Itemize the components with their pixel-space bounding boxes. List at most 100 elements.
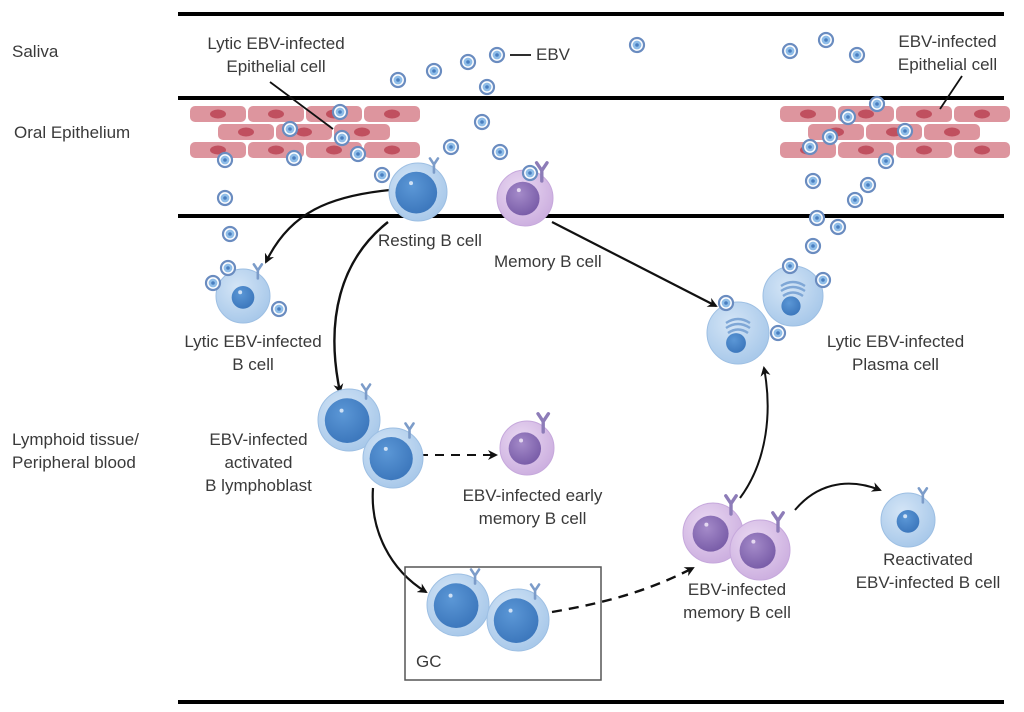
gc-b-cell [486,583,550,652]
cell-nucleus [433,583,479,628]
nucleus-highlight [516,188,521,193]
epithelial-nucleus [916,109,932,119]
label-line: EBV-infected [687,580,787,599]
reactivated-b-cell [880,487,936,548]
label-line: B cell [232,355,274,374]
bcr-receptor-icon [917,487,929,504]
bcr-receptor-icon [536,412,551,434]
ebv-virion-icon [459,53,477,71]
nucleus-highlight [238,290,243,295]
ebv-virion-icon [717,294,735,312]
label-line: activated [224,453,293,472]
label-line: B lymphoblast [205,476,312,495]
ebv-virion-icon [821,128,839,146]
lytic-infected-b-cell [215,263,271,324]
lytic-plasma-cell [762,265,824,327]
cell-nucleus [781,296,801,316]
epithelial-nucleus [974,109,990,119]
er-stripes [725,317,751,335]
lytic-plasma-cell [706,301,770,365]
ebv-virion-icon [877,152,895,170]
pointer-lytic-epithelial [269,81,334,130]
ebv-virion-icon [781,42,799,60]
label-lytic-plasma: Lytic EBV-infected Plasma cell [808,330,983,376]
bcr-receptor-icon [469,568,481,585]
label-line: Lytic EBV-infected [184,332,322,351]
arrow-lymphoblast-to-gc [371,487,428,594]
arrow-memory-to-plasma-up [739,366,771,499]
label-ebv: EBV [536,45,571,64]
cell-membrane [706,301,770,365]
resting-b-cell [388,157,448,222]
region-lymphoid: Lymphoid tissue/ Peripheral blood [12,428,139,474]
ebv-virion-icon [628,36,646,54]
cells [215,157,936,652]
cell-membrane [762,265,824,327]
label-line: Lytic EBV-infected [207,34,345,53]
bcr-receptor-icon [252,263,264,280]
label-line: Epithelial cell [897,55,998,74]
ebv-virion-icon [331,103,349,121]
label-lytic-b: Lytic EBV-infected B cell [168,330,338,376]
epithelial-nucleus [800,109,816,119]
epithelial-nucleus [268,145,284,155]
infected-memory-b-cell [682,494,744,564]
nucleus-highlight [339,408,344,413]
cell-nucleus [508,432,542,465]
nucleus-highlight [508,608,513,613]
cell-nucleus [324,398,370,443]
cell-nucleus [369,437,413,481]
epithelial-nucleus [384,145,400,155]
nucleus-highlight [383,446,388,451]
arrows [264,188,882,614]
ebv-virion-icon [839,108,857,126]
ebv-virion-icon [219,259,237,277]
ebv-virion-icon [333,129,351,147]
bcr-receptor-icon [404,422,415,439]
epithelial-nucleus [210,109,226,119]
ebv-virion-icon [442,138,460,156]
epithelial-nucleus [238,127,254,137]
region-lymphoid-line1: Lymphoid tissue/ [12,430,139,449]
gc-b-cell [426,568,490,637]
label-line: EBV-infected early [462,486,603,505]
ebv-virion-icon [804,237,822,255]
arrow-resting-to-lytic-b [264,188,391,264]
ebv-virion-icon [473,113,491,131]
arrow-gc-to-memory [551,566,695,614]
boundary-lines [178,12,1004,704]
ebv-virion-icon [804,172,822,190]
bcr-receptor-icon [529,583,541,600]
epithelial-nucleus [974,145,990,155]
cell-nucleus [505,181,540,216]
cell-nucleus [493,598,539,643]
ebv-virion-icon [349,145,367,163]
memory-b-cell [496,161,554,227]
ebv-virion-icon [285,149,303,167]
region-saliva: Saliva [12,42,59,61]
arrow-memory-to-plasma [551,221,718,307]
nucleus-highlight [519,438,524,443]
label-gc: GC [416,652,442,671]
ebv-virion-icon [801,138,819,156]
label-line: Epithelial cell [226,57,326,76]
label-reactivated: Reactivated EBV-infected B cell [838,548,1018,594]
epithelial-nucleus [296,127,312,137]
epithelial-nucleus [944,127,960,137]
bcr-receptor-icon [428,157,440,174]
epithelial-nucleus [354,127,370,137]
nucleus-highlight [704,522,709,527]
region-oral-epithelium: Oral Epithelium [14,123,131,142]
ebv-virion-icon [281,120,299,138]
ebv-virion-icon [373,166,391,184]
nucleus-highlight [409,181,414,186]
label-memory-infected: EBV-infected memory B cell [672,578,802,624]
cell-nucleus [739,532,776,569]
label-line: Reactivated [883,550,973,569]
ebv-virion-icon [221,225,239,243]
bcr-receptor-icon [771,511,785,533]
lymphoblast-cell [317,383,381,452]
epithelial-nucleus [858,109,874,119]
label-line: EBV-infected [209,430,308,449]
